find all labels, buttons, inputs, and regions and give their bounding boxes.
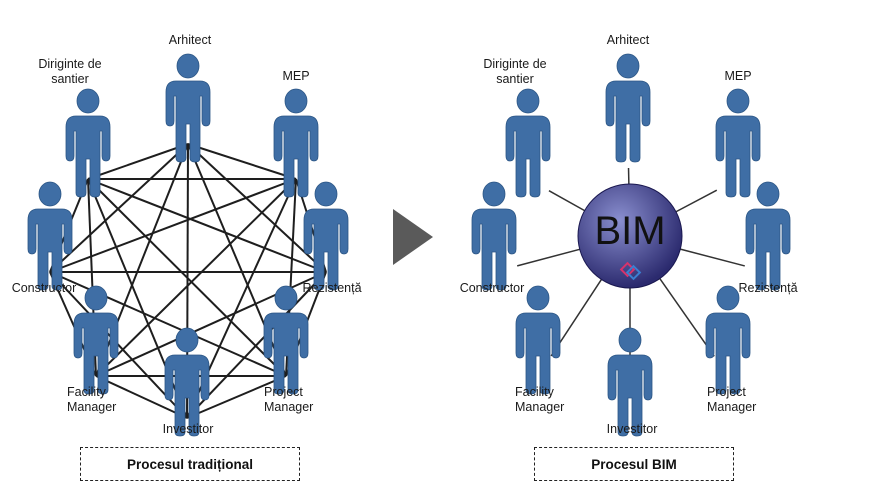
bim-role-label: Constructor <box>460 281 525 295</box>
traditional-caption-box: Procesul tradițional <box>80 447 300 481</box>
bim-hub: BIM <box>577 183 683 289</box>
connection-line <box>186 375 287 419</box>
transition-arrow-icon <box>393 209 433 265</box>
connection-line <box>87 178 327 273</box>
bim-logo-icon <box>619 261 642 281</box>
spoke-line <box>517 248 580 267</box>
connection-line <box>87 143 189 180</box>
bim-role-label: MEP <box>724 69 751 83</box>
traditional-role-label: Arhitect <box>169 33 212 47</box>
person-icon <box>165 53 211 163</box>
traditional-role-label: MEP <box>282 69 309 83</box>
bim-role-label: Rezistență <box>738 281 797 295</box>
connection-line <box>186 271 327 419</box>
bim-sphere <box>577 183 683 289</box>
connection-line <box>49 271 188 419</box>
traditional-role-label: Rezistență <box>302 281 361 295</box>
bim-caption-box: Procesul BIM <box>534 447 734 481</box>
spoke-line <box>548 190 585 212</box>
person-icon <box>705 285 751 395</box>
bim-hub-label: BIM <box>594 209 665 253</box>
bim-role-label: Investitor <box>607 422 658 436</box>
person-icon <box>715 88 761 198</box>
person-icon <box>164 327 210 437</box>
connection-line <box>87 178 287 377</box>
person-icon <box>273 88 319 198</box>
person-icon <box>27 181 73 291</box>
person-icon <box>505 88 551 198</box>
connection-line <box>49 143 189 273</box>
person-icon <box>607 327 653 437</box>
spoke-line <box>675 189 718 213</box>
person-icon <box>605 53 651 163</box>
traditional-role-label: Constructor <box>12 281 77 295</box>
person-icon <box>73 285 119 395</box>
connection-line <box>95 375 188 419</box>
spoke-line <box>659 278 715 357</box>
connection-line <box>187 143 297 180</box>
person-icon <box>515 285 561 395</box>
traditional-caption: Procesul tradițional <box>126 456 254 472</box>
person-icon <box>263 285 309 395</box>
connection-line <box>95 178 297 377</box>
person-icon <box>471 181 517 291</box>
person-icon <box>303 181 349 291</box>
person-icon <box>65 88 111 198</box>
traditional-role-label: Investitor <box>163 422 214 436</box>
bim-role-label: Arhitect <box>607 33 650 47</box>
person-icon <box>745 181 791 291</box>
connection-line <box>187 143 327 273</box>
role-figures <box>27 53 791 437</box>
spoke-line <box>680 248 745 267</box>
bim-caption: Procesul BIM <box>591 456 677 472</box>
